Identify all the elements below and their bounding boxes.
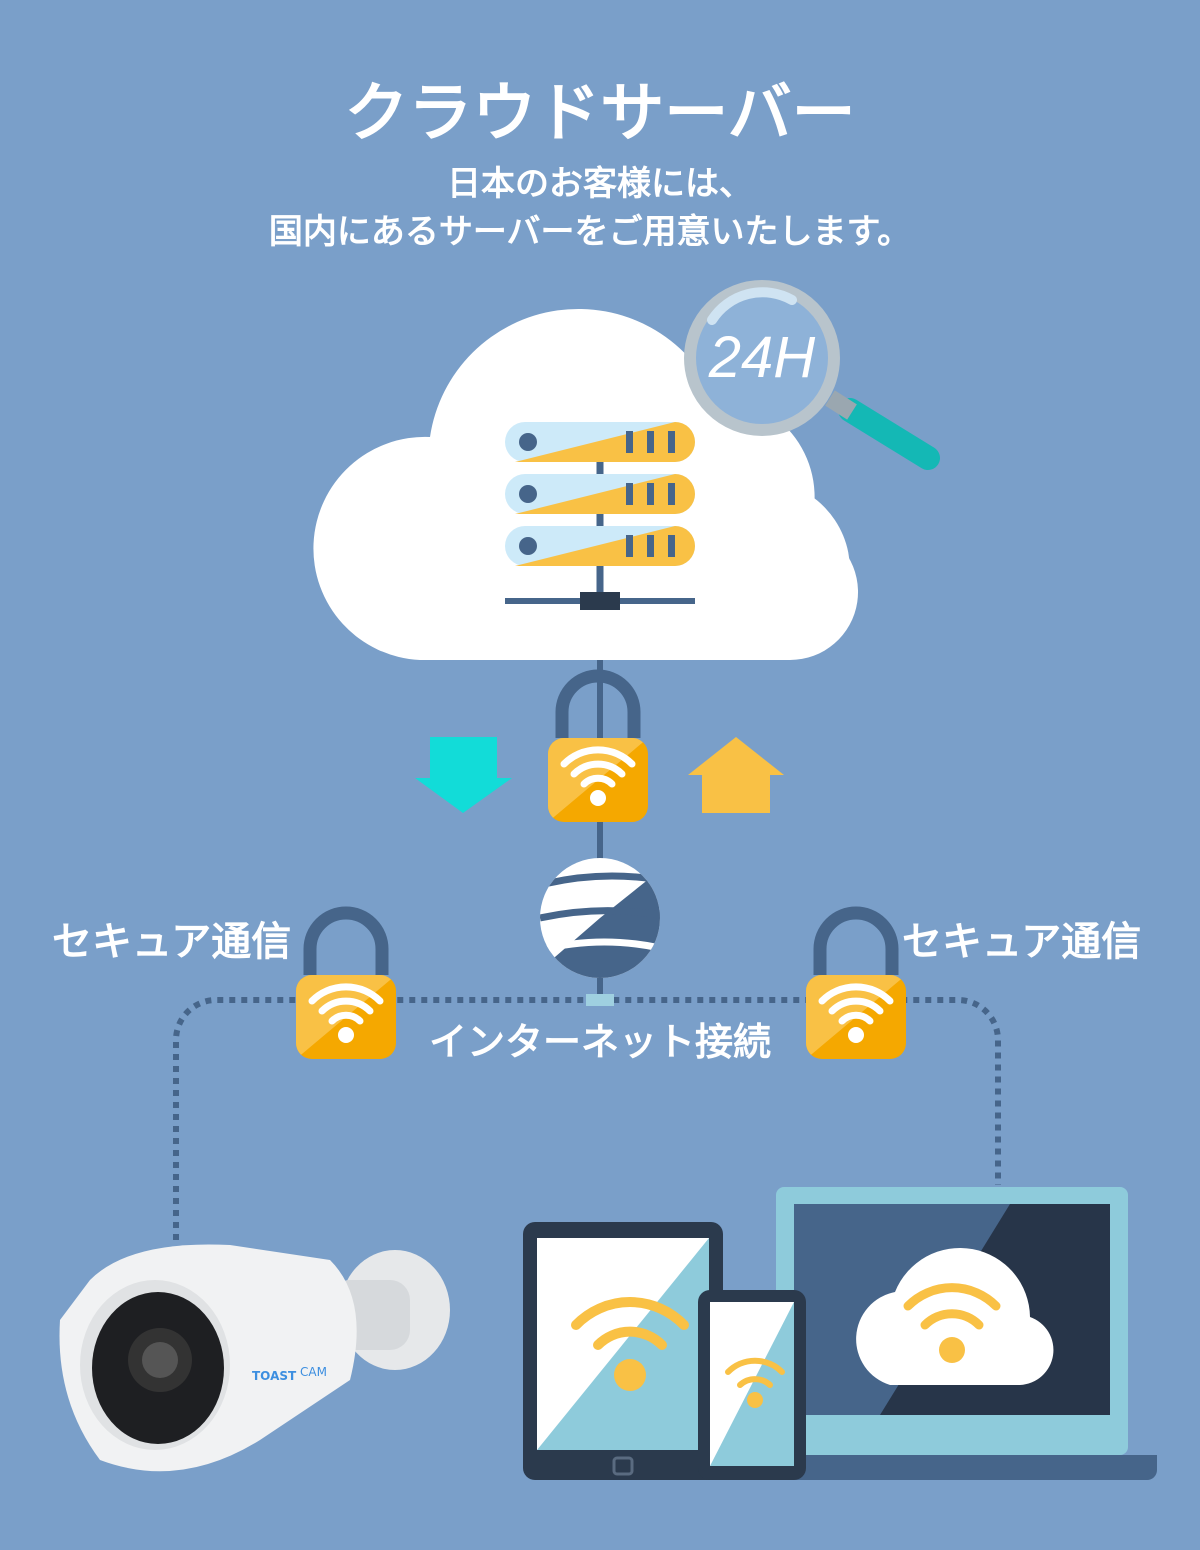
subtitle-line-2: 国内にあるサーバーをご用意いたします。 [269,212,911,252]
server-icon [505,422,695,610]
subtitle-line-1: 日本のお客様には、 [447,164,753,204]
secure-label-right: セキュア通信 [902,919,1141,965]
upload-arrow-icon [688,737,784,813]
cloud-wifi-icon [856,1247,1054,1385]
camera-brand-bold: TOAST [252,1369,297,1383]
page-title: クラウドサーバー [344,77,855,151]
download-arrow-icon [415,737,512,813]
internet-label: インターネット接続 [429,1020,771,1064]
globe-icon [540,858,660,978]
smartphone-icon [698,1290,806,1480]
network-junction [586,994,614,1006]
laptop-icon [770,1187,1157,1480]
secure-label-left: セキュア通信 [52,919,291,965]
dotted-network-line [173,997,1001,1240]
camera-brand-light: CAM [300,1365,327,1379]
security-camera: TOAST CAM [59,1244,450,1472]
tablet-icon [523,1222,723,1480]
right-lock-icon [806,913,906,1059]
24h-badge: 24H [708,325,816,390]
left-lock-icon [296,913,396,1059]
magnifier-icon: 24H [684,280,940,470]
